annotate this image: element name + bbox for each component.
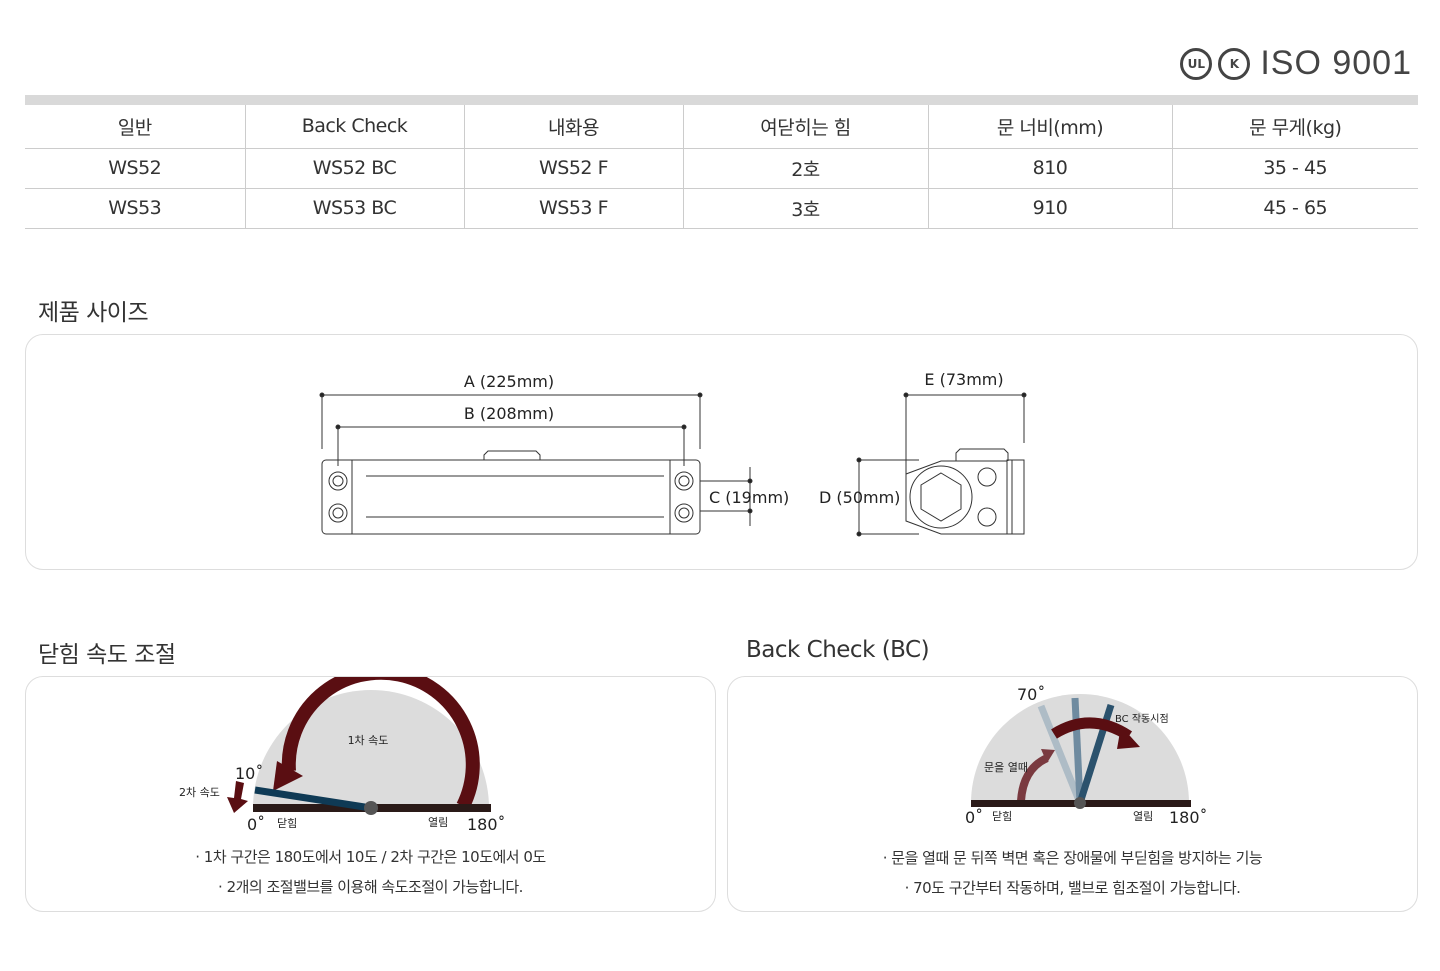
col-header: 내화용 — [464, 100, 684, 149]
kc-logo-icon: K — [1218, 47, 1251, 80]
size-section-title: 제품 사이즈 — [38, 300, 149, 326]
table-header: 일반 Back Check 내화용 여닫히는 힘 문 너비(mm) 문 무게(k… — [25, 100, 1418, 149]
opening-arrow-head — [1041, 749, 1055, 763]
primary-speed-label: 1차 속도 — [348, 734, 389, 747]
deg-180-label: 180˚ — [467, 815, 506, 834]
cell: 2호 — [683, 148, 929, 189]
cell: WS52 BC — [245, 148, 465, 189]
bc-start-label: BC 작동시점 — [1115, 713, 1169, 725]
bc-diagram: 70˚ 0˚ 180˚ 닫힘 열림 문을 열때 BC 작동시점 — [965, 685, 1208, 827]
door-line-light — [1037, 704, 1084, 805]
cell: 35 - 45 — [1172, 148, 1418, 189]
deg-70-label: 70˚ — [1017, 685, 1045, 704]
door-line-mid — [1071, 697, 1084, 804]
col-header: 여닫히는 힘 — [683, 100, 929, 149]
spec-table: 일반 Back Check 내화용 여닫히는 힘 문 너비(mm) 문 무게(k… — [25, 95, 1418, 229]
bc-note: · 70도 구간부터 작동하며, 밸브로 힘조절이 가능합니다. — [904, 879, 1241, 897]
bc-arrow-head — [1117, 726, 1140, 749]
dim-b-label: B (208mm) — [464, 404, 554, 423]
door-line — [254, 786, 372, 812]
dim-a-label: A (225mm) — [464, 372, 554, 391]
col-header: 문 무게(kg) — [1172, 100, 1418, 149]
cell: 45 - 65 — [1172, 188, 1418, 229]
cell: 810 — [928, 148, 1173, 189]
table-row: WS52 WS52 BC WS52 F 2호 810 35 - 45 — [25, 148, 1418, 189]
cell: WS52 F — [464, 148, 684, 189]
pivot — [1074, 797, 1086, 809]
primary-arrow-head — [273, 761, 303, 791]
range-semicircle — [253, 690, 489, 808]
open-label: 열림 — [428, 816, 448, 829]
closed-label: 닫힘 — [277, 817, 297, 830]
opening-label: 문을 열때 — [984, 761, 1028, 774]
cell: WS52 — [25, 148, 246, 189]
dim-d-label: D (50mm) — [819, 488, 900, 507]
size-diagram-box: A (225mm) B (208mm) C (19mm) D (50mm) E … — [25, 334, 1418, 570]
dim-e-label: E (73mm) — [924, 370, 1003, 389]
secondary-speed-label: 2차 속도 — [179, 786, 220, 799]
size-diagram: A (225mm) B (208mm) C (19mm) D (50mm) E … — [319, 370, 1027, 537]
bc-section-title: Back Check (BC) — [746, 637, 930, 663]
deg-0-label: 0˚ — [965, 808, 983, 827]
closed-label: 닫힘 — [992, 810, 1012, 823]
deg-0-label: 0˚ — [247, 815, 265, 834]
pivot — [364, 801, 378, 815]
secondary-speed-arrow — [227, 781, 248, 813]
col-header: 문 너비(mm) — [928, 100, 1173, 149]
certification-logos: UL K ISO 9001 — [1180, 44, 1412, 83]
speed-diagram: 1차 속도 2차 속도 10˚ 0˚ 180˚ 닫힘 열림 — [179, 677, 506, 834]
bc-diagram-box: 70˚ 0˚ 180˚ 닫힘 열림 문을 열때 BC 작동시점 · 문을 열때 … — [727, 676, 1418, 912]
cell: WS53 — [25, 188, 246, 229]
cell: 910 — [928, 188, 1173, 229]
open-label: 열림 — [1133, 810, 1153, 823]
iso-label: ISO 9001 — [1260, 44, 1412, 82]
speed-section-title: 닫힘 속도 조절 — [38, 642, 176, 668]
dim-c-label: C (19mm) — [709, 488, 789, 507]
cell: 3호 — [683, 188, 929, 229]
ul-logo-icon: UL — [1180, 47, 1213, 80]
primary-speed-arrow — [281, 677, 480, 810]
cell: WS53 BC — [245, 188, 465, 229]
deg-10-label: 10˚ — [235, 764, 263, 783]
table-row: WS53 WS53 BC WS53 F 3호 910 45 - 65 — [25, 188, 1418, 229]
col-header: Back Check — [245, 100, 465, 149]
col-header: 일반 — [25, 100, 246, 149]
speed-note: · 1차 구간은 180도에서 10도 / 2차 구간은 10도에서 0도 — [195, 848, 546, 866]
cell: WS53 F — [464, 188, 684, 229]
speed-note: · 2개의 조절밸브를 이용해 속도조절이 가능합니다. — [218, 878, 523, 896]
deg-180-label: 180˚ — [1169, 808, 1208, 827]
opening-arrow — [1017, 754, 1049, 802]
speed-diagram-box: 1차 속도 2차 속도 10˚ 0˚ 180˚ 닫힘 열림 · 1차 구간은 1… — [25, 676, 716, 912]
bc-note: · 문을 열때 문 뒤쪽 벽면 혹은 장애물에 부딛힘을 방지하는 기능 — [882, 849, 1263, 867]
